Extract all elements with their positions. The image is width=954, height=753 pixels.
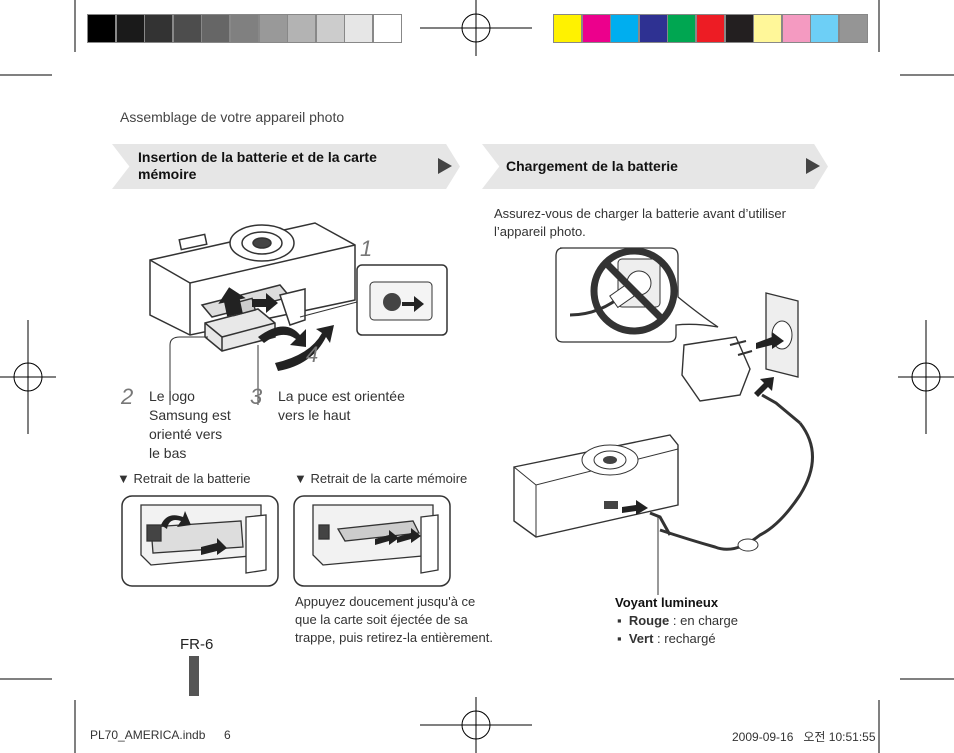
indicator-list: ▪ Rouge : en charge ▪ Vert : rechargé: [617, 612, 738, 648]
indicator-item-red: ▪ Rouge : en charge: [617, 613, 738, 628]
play-arrow-icon: [806, 158, 820, 174]
color-swatch: [839, 14, 868, 43]
color-swatch: [781, 14, 811, 43]
step3-text: La puce est orientée vers le haut: [278, 388, 405, 423]
step-number-3: 3: [250, 384, 263, 409]
door-latch-inset: [299, 264, 448, 336]
color-swatch: [638, 14, 668, 43]
step-number-4: 4: [306, 342, 319, 367]
left-section-banner: [112, 144, 460, 189]
color-swatch: [258, 14, 288, 43]
right-section-banner: [482, 144, 828, 189]
color-swatch: [172, 14, 202, 43]
footer-date-stamp: 2009-09-16 오전 10:51:55: [732, 730, 876, 744]
step2-text: Le logo Samsung est orienté vers le bas: [149, 388, 231, 461]
registration-mark-right: [898, 320, 954, 434]
ac-adapter: [681, 336, 751, 402]
card-removal-illustration: [293, 495, 451, 587]
registration-mark-left: [0, 320, 56, 434]
step-number-2: 2: [121, 384, 134, 409]
color-swatch: [287, 14, 317, 43]
color-swatch: [87, 14, 116, 43]
close-door-arrow: [275, 325, 334, 371]
section-header: Assemblage de votre appareil photo: [120, 109, 345, 125]
color-swatch: [753, 14, 783, 43]
registration-mark-top: [420, 0, 532, 56]
color-swatch: [344, 14, 374, 43]
play-arrow-icon: [438, 158, 452, 174]
removal-card-label: ▼ Retrait de la carte mémoire: [294, 471, 468, 486]
indicator-item-green: ▪ Vert : rechargé: [617, 631, 716, 646]
left-banner-title: Insertion de la batterie et de la carte …: [138, 149, 377, 182]
prohibited-icon: [590, 247, 678, 335]
color-swatch: [315, 14, 345, 43]
color-swatch: [373, 14, 402, 43]
right-banner-title: Chargement de la batterie: [506, 158, 678, 174]
charging-illustration: [513, 247, 814, 595]
color-swatch: [810, 14, 840, 43]
battery-removal-illustration: [121, 495, 279, 587]
indicator-title: Voyant lumineux: [615, 595, 719, 610]
color-swatch: [724, 14, 754, 43]
card-removal-note: Appuyez doucement jusqu'à ce que la cart…: [295, 594, 493, 645]
color-swatch: [115, 14, 145, 43]
charging-intro-text: Assurez-vous de charger la batterie avan…: [494, 206, 786, 239]
color-swatch: [667, 14, 697, 43]
color-swatch: [144, 14, 174, 43]
color-swatch: [201, 14, 231, 43]
step-number-1: 1: [360, 236, 373, 261]
color-swatch: [553, 14, 582, 43]
color-swatch: [696, 14, 725, 43]
page-tab-bar: [189, 656, 199, 696]
removal-battery-label: ▼ Retrait de la batterie: [117, 471, 251, 486]
color-swatch: [610, 14, 640, 43]
page-number: FR-6: [180, 636, 214, 653]
registration-mark-bottom: [420, 697, 532, 753]
battery-insertion-illustration: [149, 222, 356, 405]
color-swatch: [581, 14, 611, 43]
color-swatch: [230, 14, 259, 43]
footer-file-name: PL70_AMERICA.indb: [90, 728, 206, 742]
footer-file-page: 6: [224, 728, 231, 742]
